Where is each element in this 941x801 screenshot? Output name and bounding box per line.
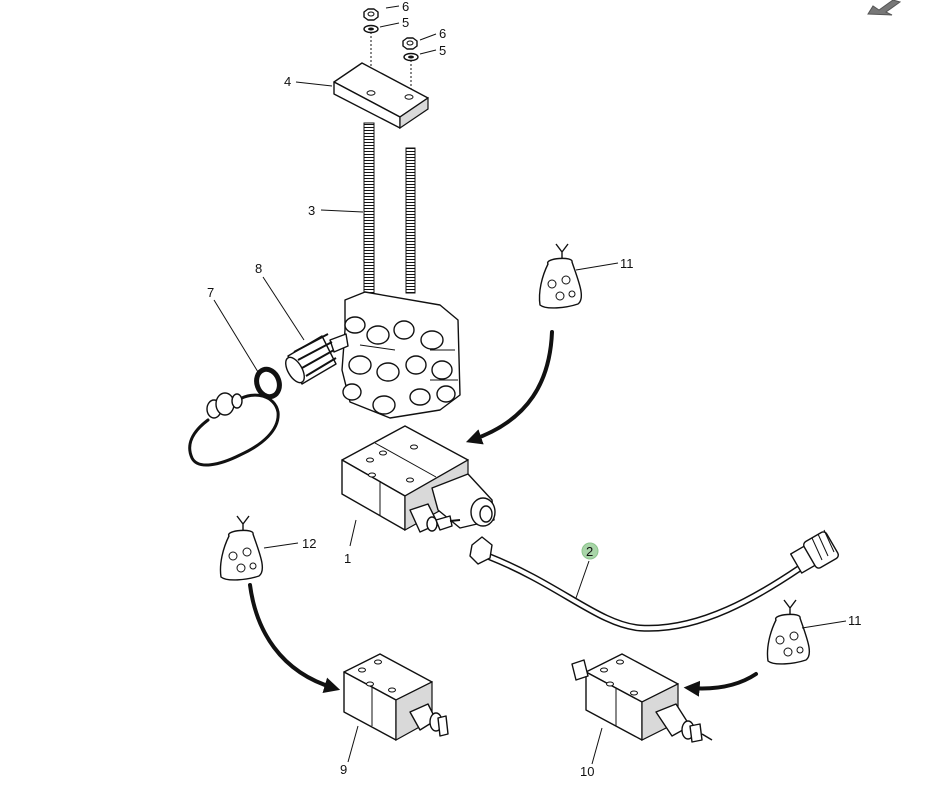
- callout-4: 4: [284, 74, 291, 89]
- callout-3: 3: [308, 203, 315, 218]
- tie-rod-3-left[interactable]: [363, 122, 375, 294]
- arrow-down-left-icon[interactable]: [867, 0, 902, 16]
- tie-rod-3-right[interactable]: [405, 147, 416, 294]
- callout-6a: 6: [402, 0, 409, 14]
- callout-11b: 11: [848, 613, 862, 628]
- callout-12: 12: [302, 536, 316, 551]
- valve-stack[interactable]: [341, 291, 461, 419]
- seal-kit-bag-11-bottom[interactable]: [766, 599, 810, 665]
- seal-kit-bag-11-top[interactable]: [538, 243, 582, 309]
- arrow-kit-to-block: [465, 330, 554, 445]
- callout-8: 8: [255, 261, 262, 276]
- valve-10[interactable]: [571, 653, 713, 743]
- washer-5-right[interactable]: [403, 52, 419, 62]
- callout-10: 10: [580, 764, 594, 779]
- nut-6-left[interactable]: [363, 8, 379, 21]
- fitting-8[interactable]: [282, 333, 349, 386]
- hose-2[interactable]: [469, 529, 840, 632]
- control-block-1[interactable]: [341, 425, 496, 533]
- callout-5a: 5: [402, 15, 409, 30]
- washer-5-left[interactable]: [363, 24, 379, 34]
- callout-9: 9: [340, 762, 347, 777]
- nut-6-right[interactable]: [402, 37, 418, 50]
- seal-kit-bag-12[interactable]: [219, 515, 263, 581]
- callout-7: 7: [207, 285, 214, 300]
- arrow-kit-to-valve-10: [683, 672, 758, 697]
- dust-cap-with-strap[interactable]: [188, 392, 280, 467]
- arrow-kit-to-valve-9: [248, 583, 341, 693]
- leader-lines: [213, 5, 847, 765]
- callout-6b: 6: [439, 26, 446, 41]
- o-ring-7[interactable]: [253, 366, 283, 400]
- callout-5b: 5: [439, 43, 446, 58]
- callout-11a: 11: [620, 256, 634, 271]
- callout-2-marker[interactable]: [581, 542, 599, 560]
- plate-4[interactable]: [333, 62, 429, 130]
- valve-9[interactable]: [343, 653, 449, 742]
- callout-1: 1: [344, 551, 351, 566]
- callout-2: 2: [586, 544, 593, 559]
